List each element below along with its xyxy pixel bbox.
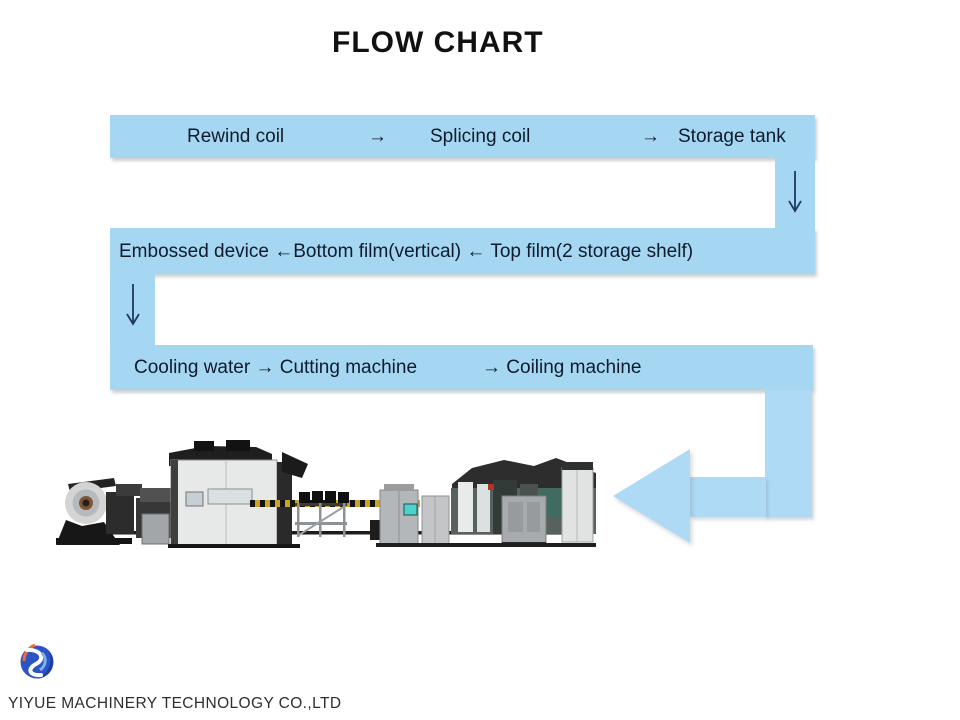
slide-title: FLOW CHART xyxy=(332,26,544,59)
flow-band-row3: Cooling water → Cutting machine → Coilin… xyxy=(110,345,813,390)
big-left-arrow-shaft xyxy=(690,477,766,517)
production-line-photo xyxy=(56,440,596,548)
flow-step-splicing-coil: Splicing coil xyxy=(430,126,531,147)
flow-band-row2: Embossed device ←Bottom film(vertical) ←… xyxy=(110,228,815,274)
flow-connector-right xyxy=(775,157,815,228)
flow-step-row2-label: Embossed device ←Bottom film(vertical) ←… xyxy=(119,241,694,262)
company-logo-icon xyxy=(17,641,54,683)
flow-step-row3-right: → Coiling machine xyxy=(482,357,642,378)
down-arrow-icon xyxy=(126,284,140,326)
flow-band-row1: Rewind coil → Splicing coil → Storage ta… xyxy=(110,115,815,158)
big-left-arrow-vertical-segment xyxy=(765,390,812,517)
right-arrow-glyph: → xyxy=(368,126,387,147)
down-arrow-icon xyxy=(788,171,802,213)
right-arrow-glyph: → xyxy=(641,126,660,147)
flow-step-storage-tank: Storage tank xyxy=(678,126,786,147)
company-name: YIYUE MACHINERY TECHNOLOGY CO.,LTD xyxy=(8,695,342,712)
big-left-arrow-head-icon xyxy=(613,449,690,543)
flow-step-row3-left: Cooling water → Cutting machine xyxy=(134,357,418,378)
flow-step-rewind-coil: Rewind coil xyxy=(187,126,285,147)
flow-connector-left xyxy=(110,274,155,346)
